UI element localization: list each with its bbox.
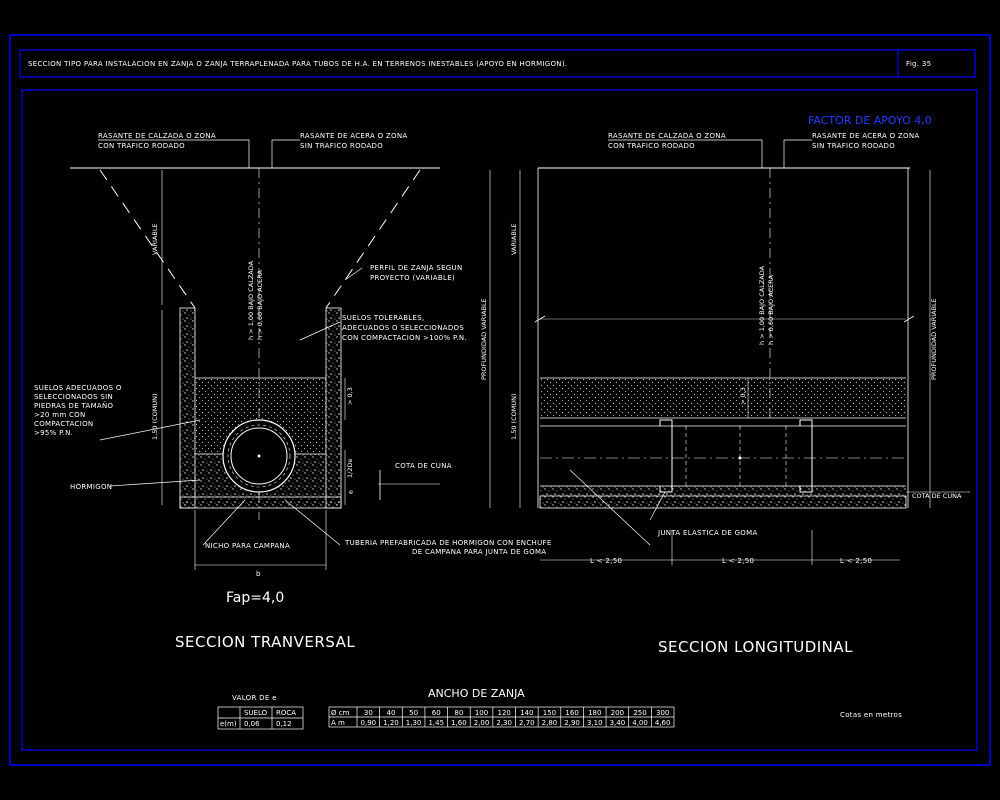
label-l3: L < 2,50 — [840, 557, 872, 565]
ancho-width-cell: 2,80 — [542, 719, 558, 727]
label-suelos-adecuados-4: >20 mm CON — [34, 411, 86, 419]
label-suelos-adecuados-5: COMPACTACION — [34, 420, 93, 428]
ancho-diam-cell: 30 — [364, 709, 373, 717]
ancho-row-diam-label: Ø cm — [331, 709, 350, 717]
label-perfil: PERFIL DE ZANJA SEGUN — [370, 264, 463, 272]
longitudinal-section: RASANTE DE CALZADA O ZONA CON TRAFICO RO… — [510, 132, 970, 656]
ancho-diam-cell: 80 — [454, 709, 463, 717]
label-l-trafico-rodado: CON TRAFICO RODADO — [608, 142, 695, 150]
label-hormigon: HORMIGON — [70, 483, 112, 491]
ancho-width-cell: 1,60 — [451, 719, 467, 727]
ancho-width-cell: 0,90 — [361, 719, 377, 727]
title-block — [19, 49, 976, 78]
ancho-width-cell: 1,45 — [428, 719, 444, 727]
cotas-note: Cotas en metros — [840, 711, 902, 719]
label-l-variable: VARIABLE — [510, 223, 518, 255]
ancho-zanja-table: ANCHO DE ZANJA Ø cm A m 30 0,90 40 1,20 50 1,… — [328, 687, 675, 728]
label-l-sin-trafico: SIN TRAFICO RODADO — [812, 142, 895, 150]
ancho-diam-cell: 140 — [520, 709, 533, 717]
label-rasante-acera: RASANTE DE ACERA O ZONA — [300, 132, 407, 140]
ancho-width-cell: 4,60 — [655, 719, 671, 727]
valor-e-roca: 0,12 — [276, 720, 292, 728]
label-b: b — [256, 570, 261, 578]
ancho-diam-cell: 200 — [611, 709, 624, 717]
label-d03: > 0,3 — [346, 387, 354, 405]
ancho-width-cell: 2,70 — [519, 719, 535, 727]
label-rasante-calzada: RASANTE DE CALZADA O ZONA — [98, 132, 216, 140]
label-junta-elastica: JUNTA ELASTICA DE GOMA — [657, 529, 758, 537]
drawing-border — [21, 89, 978, 751]
ancho-diam-cell: 40 — [387, 709, 396, 717]
ancho-width-cell: 3,40 — [610, 719, 626, 727]
label-suelos-adecuados: SUELOS ADECUADOS O — [34, 384, 122, 392]
ancho-width-cell: 4,00 — [632, 719, 648, 727]
ancho-diam-cell: 150 — [543, 709, 556, 717]
label-perfil-2: PROYECTO (VARIABLE) — [370, 274, 455, 282]
cross-section: RASANTE DE CALZADA O ZONA CON TRAFICO RO… — [34, 132, 552, 651]
label-suelos-adecuados-6: >95% P.N. — [34, 429, 73, 437]
sheet-border — [9, 34, 991, 766]
ancho-diam-cell: 180 — [588, 709, 601, 717]
ancho-diam-cell: 300 — [656, 709, 669, 717]
label-l1: L < 2,50 — [590, 557, 622, 565]
valor-e-row-label: e(m) — [220, 720, 237, 728]
label-suelos-tolerables: SUELOS TOLERABLES, — [342, 314, 425, 322]
label-e: e — [349, 488, 353, 496]
ancho-diam-cell: 160 — [565, 709, 578, 717]
valor-e-table: VALOR DE e SUELO ROCA e(m) 0,06 0,12 — [217, 694, 304, 730]
label-h-calzada: h > 1,00 BAJO CALZADA — [247, 260, 255, 340]
label-tuberia: TUBERIA PREFABRICADA DE HORMIGON CON ENC… — [344, 539, 552, 547]
label-suelos-tolerables-2: ADECUADOS O SELECCIONADOS — [342, 324, 464, 332]
label-l2: L < 2,50 — [722, 557, 754, 565]
label-suelos-tolerables-3: CON COMPACTACION >100% P.N. — [342, 334, 467, 342]
label-l-h-calzada: h > 1,00 BAJO CALZADA — [758, 265, 766, 345]
label-l-comun: 1,50 (COMUN) — [510, 394, 518, 441]
figure-number: Fig. 35 — [906, 60, 931, 68]
ancho-width-cell: 1,20 — [383, 719, 399, 727]
valor-e-suelo: 0,06 — [244, 720, 260, 728]
label-variable: VARIABLE — [151, 223, 159, 255]
label-suelos-adecuados-3: PIEDRAS DE TAMAÑO — [34, 401, 114, 410]
label-sin-trafico: SIN TRAFICO RODADO — [300, 142, 383, 150]
title-seccion-longitudinal: SECCION LONGITUDINAL — [658, 638, 853, 656]
title-seccion-transversal: SECCION TRANVERSAL — [175, 633, 355, 651]
ancho-width-cell: 1,30 — [406, 719, 422, 727]
ancho-width-cell: 2,90 — [564, 719, 580, 727]
ancho-width-cell: 3,10 — [587, 719, 603, 727]
label-h-acera: h > 0,60 BAJO ACERA — [256, 270, 264, 340]
factor-apoyo-label: FACTOR DE APOYO 4,0 — [808, 114, 932, 127]
label-nicho: NICHO PARA CAMPANA — [205, 542, 290, 550]
ancho-diam-cell: 50 — [409, 709, 418, 717]
valor-e-title: VALOR DE e — [232, 694, 277, 702]
label-l-d03: > 0,3 — [739, 387, 747, 405]
label-trafico-rodado: CON TRAFICO RODADO — [98, 142, 185, 150]
label-cota-cuna: COTA DE CUNA — [395, 462, 452, 470]
ancho-diam-cell: 60 — [432, 709, 441, 717]
label-l-h-acera: h > 0,60 BAJO ACERA — [767, 275, 775, 345]
valor-e-header-suelo: SUELO — [244, 709, 268, 717]
ancho-row-width-label: A m — [331, 719, 345, 727]
ancho-width-cell: 2,30 — [496, 719, 512, 727]
ancho-diam-cell: 250 — [633, 709, 646, 717]
label-l-rasante-acera: RASANTE DE ACERA O ZONA — [812, 132, 919, 140]
sheet-title: SECCION TIPO PARA INSTALACION EN ZANJA O… — [28, 60, 567, 68]
label-tuberia-2: DE CAMPANA PARA JUNTA DE GOMA — [412, 548, 546, 556]
label-suelos-adecuados-2: SELECCIONADOS SIN — [34, 393, 113, 401]
ancho-diam-cell: 120 — [497, 709, 510, 717]
fap-label: Fap=4,0 — [226, 590, 284, 606]
ancho-width-cell: 2,00 — [474, 719, 490, 727]
label-l-profundidad: PROFUNDIDAD VARIABLE — [930, 298, 938, 380]
label-half-de: 1/2De — [346, 459, 354, 478]
label-comun: 1,50 (COMUN) — [151, 394, 159, 441]
label-l-rasante-calzada: RASANTE DE CALZADA O ZONA — [608, 132, 726, 140]
ancho-title: ANCHO DE ZANJA — [428, 687, 525, 700]
valor-e-header-roca: ROCA — [276, 709, 296, 717]
label-l-cota-cuna: COTA DE CUNA — [912, 492, 962, 500]
ancho-diam-cell: 100 — [475, 709, 488, 717]
label-profundidad: PROFUNDIDAD VARIABLE — [480, 298, 488, 380]
